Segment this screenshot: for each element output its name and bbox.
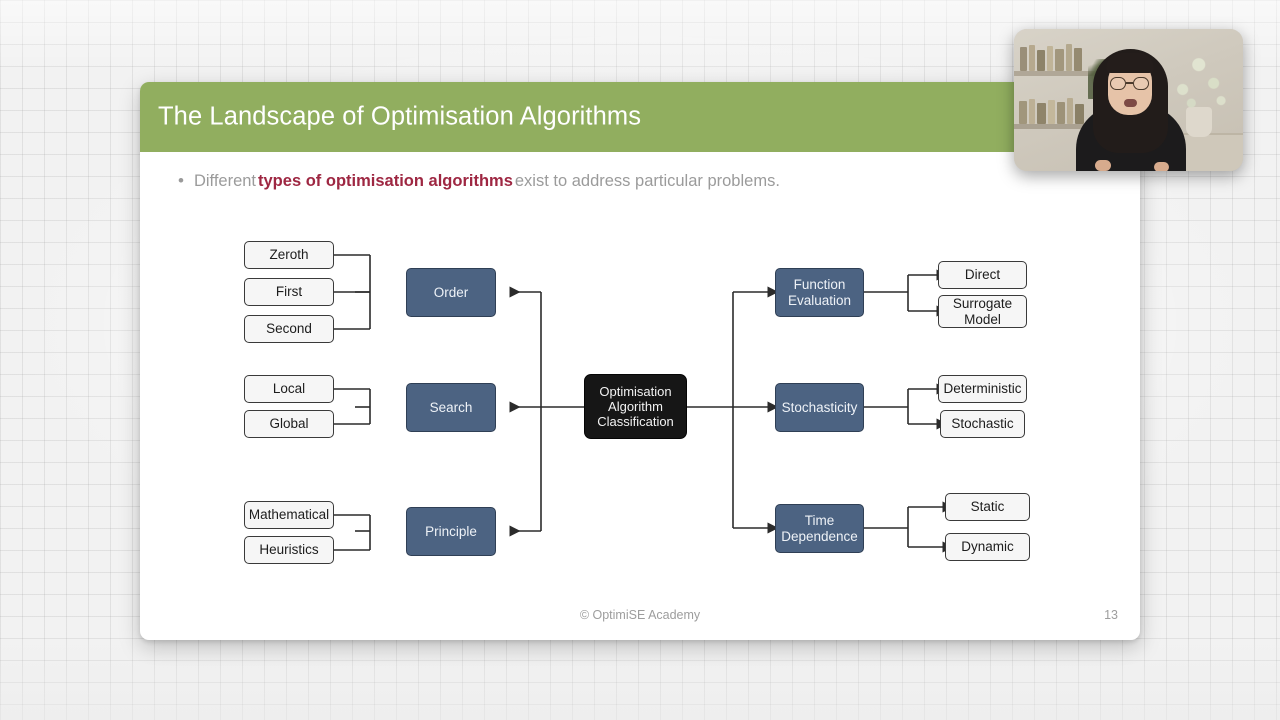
leaf-node-second[interactable]: Second bbox=[244, 315, 334, 343]
leaf-node-static[interactable]: Static bbox=[945, 493, 1030, 521]
webcam-book bbox=[1047, 46, 1053, 71]
leaf-node-local[interactable]: Local bbox=[244, 375, 334, 403]
webcam-plant-right bbox=[1169, 51, 1231, 113]
optimisation-classification-diagram: Zeroth First Second Local Global Mathema… bbox=[140, 82, 1140, 640]
webcam-book bbox=[1048, 100, 1055, 124]
category-line-2: Dependence bbox=[781, 528, 858, 544]
webcam-book bbox=[1029, 99, 1035, 124]
bullet-text-before: Different bbox=[193, 172, 257, 190]
leaf-node-first[interactable]: First bbox=[244, 278, 334, 306]
presentation-slide: The Landscape of Optimisation Algorithms… bbox=[140, 82, 1140, 640]
leaf-line-2: Model bbox=[964, 311, 1001, 327]
page-title: The Landscape of Optimisation Algorithms bbox=[158, 102, 642, 131]
category-node-function-evaluation[interactable]: Function Evaluation bbox=[775, 268, 864, 317]
webcam-book bbox=[1019, 101, 1027, 124]
webcam-book bbox=[1037, 50, 1045, 71]
webcam-bookshelf-upper bbox=[1014, 71, 1122, 76]
leaf-node-global[interactable]: Global bbox=[244, 410, 334, 438]
leaf-node-zeroth[interactable]: Zeroth bbox=[244, 241, 334, 269]
category-line-1: Function bbox=[793, 276, 846, 292]
diagram-connectors bbox=[313, 249, 954, 556]
leaf-node-surrogate-model[interactable]: Surrogate Model bbox=[938, 295, 1027, 328]
root-line-3: Classification bbox=[597, 414, 674, 430]
presenter-video-overlay[interactable] bbox=[1014, 29, 1243, 171]
webcam-book bbox=[1075, 104, 1084, 124]
bullet-line: • Different types of optimisation algori… bbox=[178, 172, 780, 191]
category-line-1: Time bbox=[804, 512, 835, 528]
footer-copyright: © OptimiSE Academy bbox=[579, 608, 701, 622]
leaf-line-1: Surrogate bbox=[952, 295, 1013, 311]
bullet-dot-icon: • bbox=[178, 171, 184, 190]
slide-header-bar: The Landscape of Optimisation Algorithms bbox=[140, 82, 1140, 152]
webcam-book bbox=[1055, 49, 1064, 71]
leaf-node-heuristics[interactable]: Heuristics bbox=[244, 536, 334, 564]
glasses-bridge bbox=[1126, 82, 1133, 84]
webcam-book bbox=[1057, 102, 1065, 124]
bullet-text-after: exist to address particular problems. bbox=[514, 172, 780, 190]
leaf-node-deterministic[interactable]: Deterministic bbox=[938, 375, 1027, 403]
root-line-1: Optimisation bbox=[599, 383, 672, 399]
webcam-book bbox=[1037, 103, 1046, 124]
webcam-presenter-hand bbox=[1154, 162, 1169, 171]
category-node-time-dependence[interactable]: Time Dependence bbox=[775, 504, 864, 553]
glasses-icon bbox=[1110, 77, 1126, 90]
root-node-optimisation-algorithm-classification[interactable]: Optimisation Algorithm Classification bbox=[584, 374, 687, 439]
webcam-bookshelf-lower bbox=[1014, 124, 1126, 129]
category-node-search[interactable]: Search bbox=[406, 383, 496, 432]
category-node-stochasticity[interactable]: Stochasticity bbox=[775, 383, 864, 432]
webcam-book bbox=[1074, 48, 1082, 71]
category-node-principle[interactable]: Principle bbox=[406, 507, 496, 556]
leaf-node-direct[interactable]: Direct bbox=[938, 261, 1027, 289]
webcam-book bbox=[1066, 44, 1072, 71]
webcam-presenter-fringe bbox=[1106, 53, 1154, 73]
category-line-2: Evaluation bbox=[787, 292, 852, 308]
webcam-presenter-hand bbox=[1095, 160, 1111, 171]
bullet-text-highlight: types of optimisation algorithms bbox=[258, 172, 513, 190]
webcam-presenter-mouth bbox=[1124, 99, 1137, 107]
leaf-node-stochastic[interactable]: Stochastic bbox=[940, 410, 1025, 438]
webcam-book bbox=[1067, 98, 1073, 124]
glasses-icon bbox=[1133, 77, 1149, 90]
footer-page-number: 13 bbox=[1104, 608, 1118, 622]
root-line-2: Algorithm bbox=[608, 398, 663, 414]
category-node-order[interactable]: Order bbox=[406, 268, 496, 317]
webcam-book bbox=[1029, 45, 1035, 71]
leaf-node-mathematical[interactable]: Mathematical bbox=[244, 501, 334, 529]
webcam-book bbox=[1020, 47, 1027, 71]
leaf-node-dynamic[interactable]: Dynamic bbox=[945, 533, 1030, 561]
